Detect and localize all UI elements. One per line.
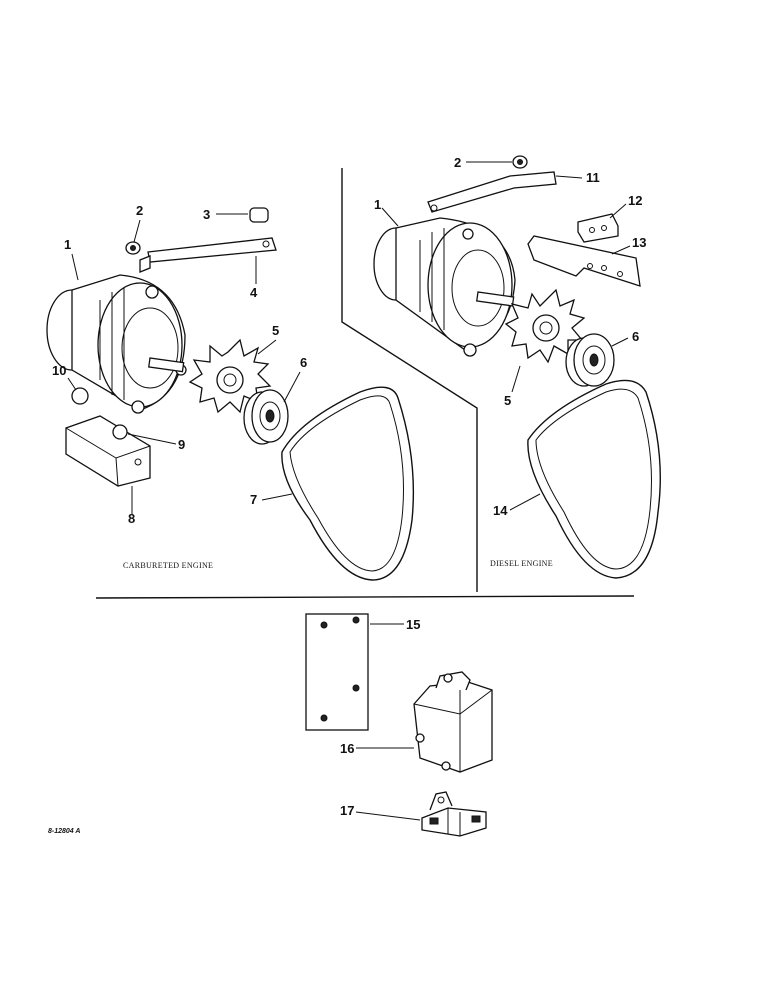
- callout-16: 16: [340, 741, 355, 756]
- callout-14: 14: [493, 503, 508, 518]
- callout-2-right: 2: [454, 155, 462, 170]
- bushing-10: [71, 387, 89, 405]
- callout-8: 8: [128, 511, 136, 526]
- pulley-right: [565, 333, 615, 387]
- nut-2-left: [125, 241, 141, 255]
- callout-6-left: 6: [300, 355, 308, 370]
- callout-5-left: 5: [272, 323, 280, 338]
- fan-left: [188, 338, 272, 414]
- callout-3: 3: [203, 207, 211, 222]
- nut-2-right: [512, 155, 528, 169]
- alternator-right: [373, 217, 516, 357]
- belt-left: [281, 386, 415, 581]
- belt-right: [527, 379, 661, 579]
- callout-1-right: 1: [374, 197, 382, 212]
- alternator-left: [46, 274, 187, 414]
- leader-lines: [67, 161, 631, 821]
- callout-9: 9: [178, 437, 186, 452]
- caption-diesel-engine: DIESEL ENGINE: [490, 559, 553, 568]
- strap-right: [427, 171, 557, 213]
- callout-13: 13: [632, 235, 647, 250]
- callout-7: 7: [250, 492, 258, 507]
- caption-carbureted-engine: CARBURETED ENGINE: [123, 561, 214, 570]
- callout-2-left: 2: [136, 203, 144, 218]
- bracket-13: [527, 235, 641, 287]
- callout-10: 10: [52, 363, 67, 378]
- pulley-left: [243, 389, 289, 445]
- callout-11: 11: [586, 170, 600, 185]
- plate-15: [305, 613, 369, 731]
- callout-5-right: 5: [504, 393, 512, 408]
- block-12: [577, 213, 619, 243]
- callout-15: 15: [406, 617, 421, 632]
- connector-17: [421, 791, 487, 837]
- callout-12: 12: [628, 193, 643, 208]
- callout-1-left: 1: [64, 237, 72, 252]
- strap-left: [139, 237, 277, 273]
- section-dividers: [95, 168, 635, 599]
- fan-right: [504, 288, 586, 364]
- regulator-16: [413, 671, 493, 773]
- callout-4: 4: [250, 285, 258, 300]
- bushing-9: [112, 424, 128, 440]
- figure-reference: 8-12804 A: [48, 828, 81, 835]
- spacer-3: [249, 207, 269, 223]
- bracket-left: [65, 415, 151, 487]
- callout-6-right: 6: [632, 329, 640, 344]
- callout-17: 17: [340, 803, 355, 818]
